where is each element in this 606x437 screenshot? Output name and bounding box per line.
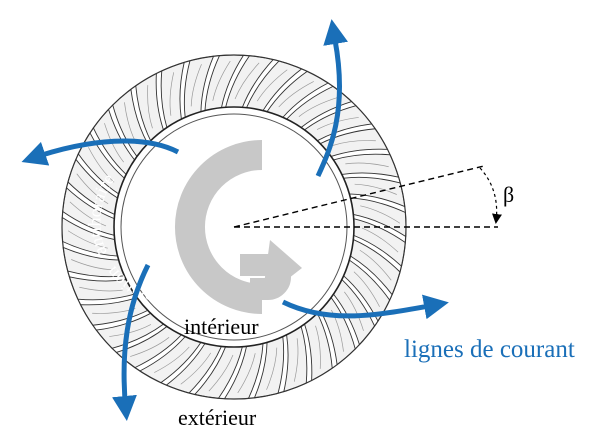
gear-tooth-crest (88, 147, 115, 183)
gear-tooth-crest (76, 173, 109, 205)
streamlines-label: lignes de courant (404, 336, 575, 363)
gear-tooth-crest (298, 97, 338, 117)
rotation-arrow-head (262, 240, 302, 299)
gear-tooth-crest (212, 60, 231, 101)
gear-tooth-crest (147, 85, 153, 129)
gear-tooth-crest (353, 271, 380, 307)
gear-tooth-crest (67, 230, 108, 249)
gear-tooth-crest (71, 259, 114, 271)
rotation-arrow (175, 140, 263, 314)
gear-tooth-crest (208, 354, 234, 392)
gear-tooth-crest (344, 291, 364, 331)
gear-tooth-crest (130, 337, 170, 357)
streamline-arrow-bottom (112, 263, 151, 421)
streamline-arrow-left (21, 138, 180, 166)
gear-tooth-crest (104, 123, 124, 163)
gear-tooth-crest (278, 81, 314, 108)
gear-tooth-crest (169, 72, 175, 116)
streamline-arrow-right (281, 294, 449, 320)
gear-tooth-crest (315, 325, 321, 369)
inclined-reference-line (233, 165, 485, 228)
gear-tooth-crest (332, 140, 376, 146)
gear-tooth-crest (361, 227, 399, 253)
exterior-label: extérieur (178, 405, 257, 430)
gear-tooth-crest (293, 338, 299, 382)
gear-tooth-crest (359, 249, 392, 281)
gear-tooth-crest (354, 183, 397, 195)
gear-tooth (283, 325, 308, 393)
gear-tooth (160, 61, 185, 129)
gear-tooth-crest (79, 286, 123, 292)
gear-tooth-crest (154, 346, 190, 373)
gear-tooth (332, 153, 400, 178)
interior-label: intérieur (184, 314, 259, 339)
gear-tooth-crest (256, 69, 288, 102)
gear-tooth-crest (234, 62, 260, 100)
gear-tooth-crest (180, 352, 212, 385)
gear-tooth-crest (266, 347, 278, 390)
angle-label: β (503, 182, 514, 207)
gear-tooth-crest (345, 162, 389, 168)
angle-arc (479, 167, 502, 224)
gear-tooth-crest (360, 205, 401, 224)
gear-tooth-crest (109, 324, 152, 337)
gear-tooth-crest (69, 201, 107, 227)
gear-tooth-crest (190, 64, 202, 107)
gear-tooth-crest (237, 353, 256, 394)
streamline-arrow-top (315, 19, 348, 178)
